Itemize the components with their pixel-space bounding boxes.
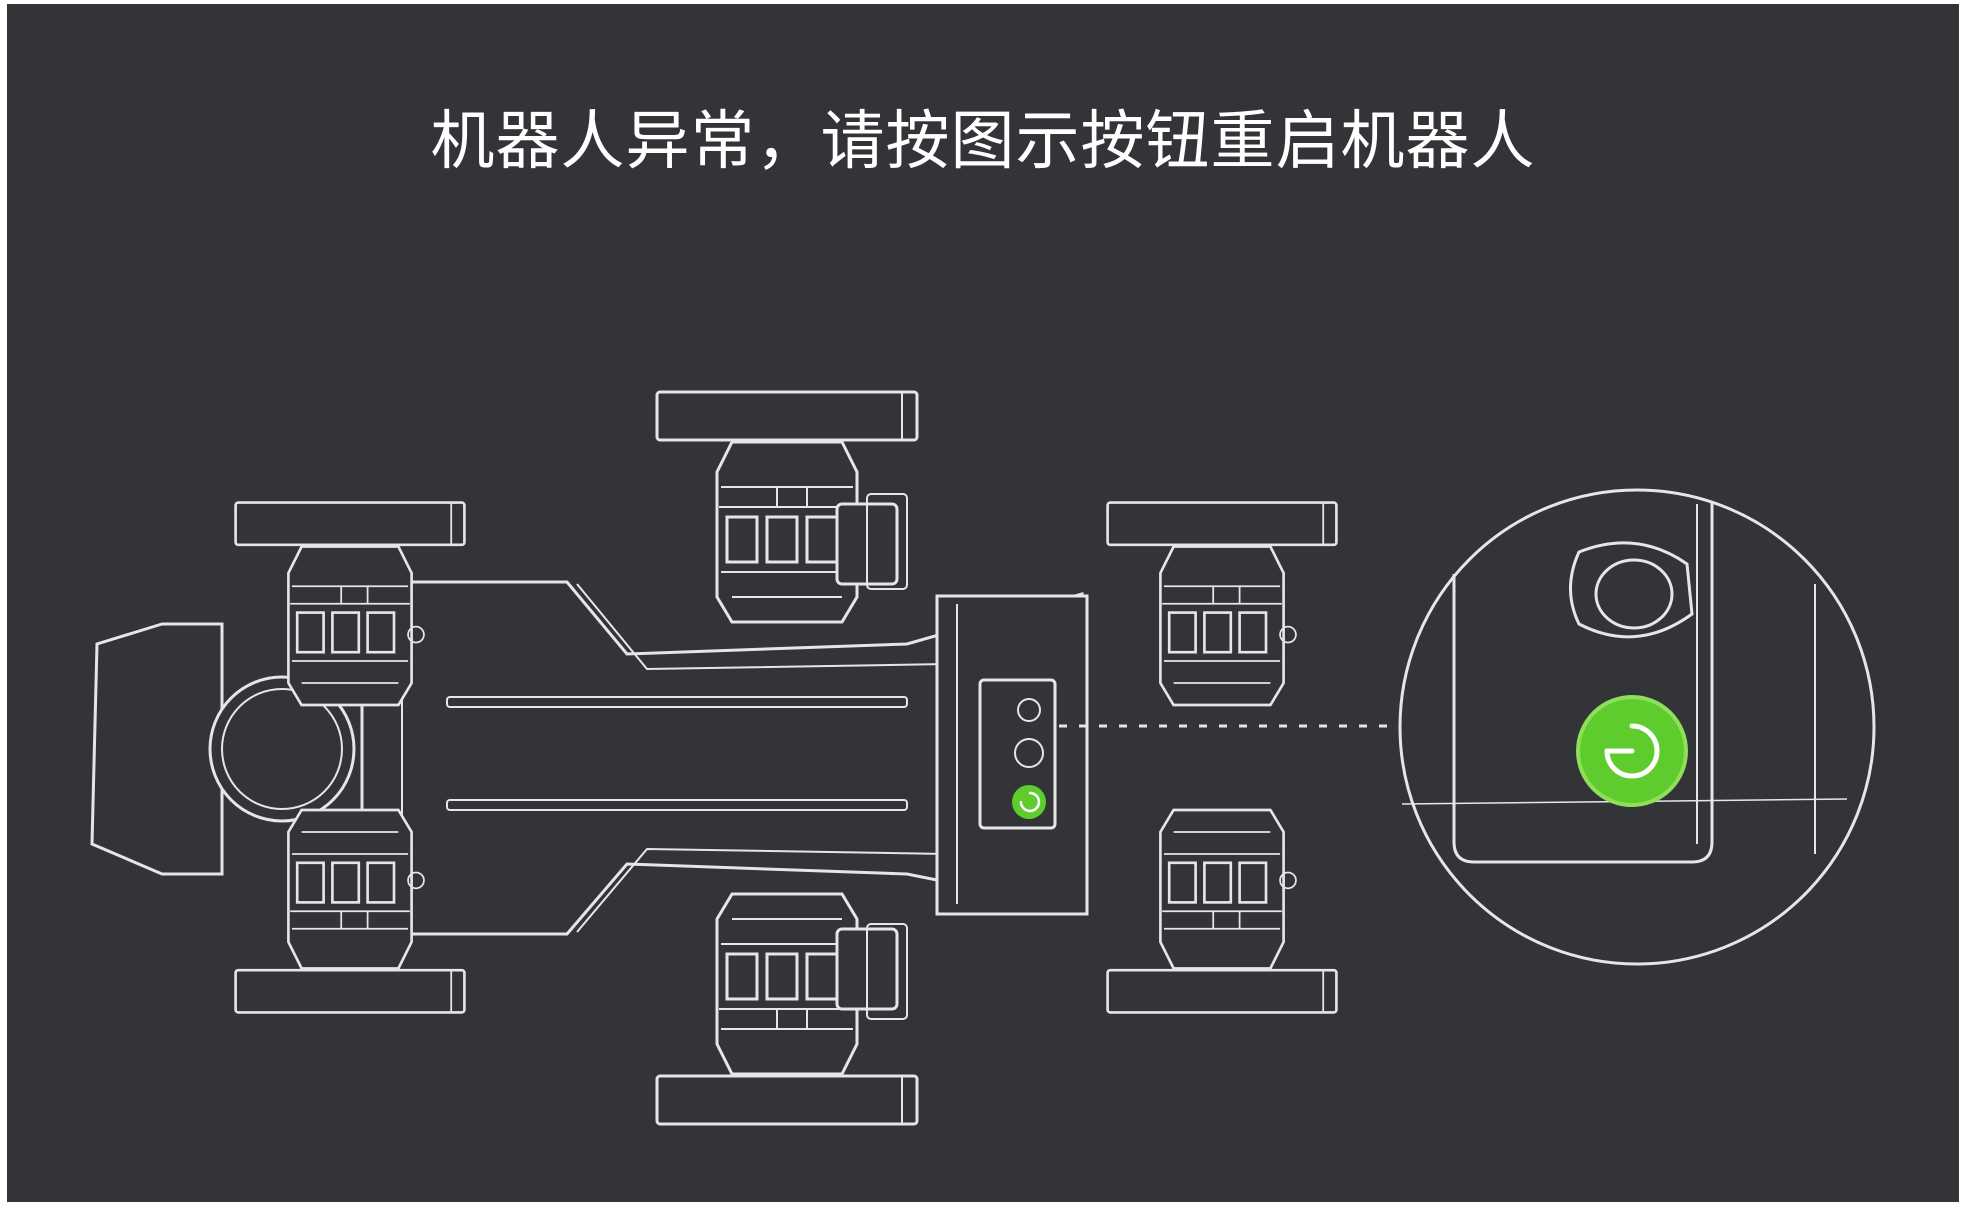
- robot-top-view-illustration: [90, 390, 1876, 1126]
- power-button[interactable]: [1576, 695, 1688, 807]
- power-button-small: [1012, 785, 1046, 819]
- zoom-callout: [1398, 488, 1876, 966]
- error-instruction-title: 机器人异常，请按图示按钮重启机器人: [430, 105, 1536, 179]
- restart-instruction-screen: 机器人异常，请按图示按钮重启机器人: [7, 4, 1959, 1202]
- power-icon: [1604, 723, 1660, 779]
